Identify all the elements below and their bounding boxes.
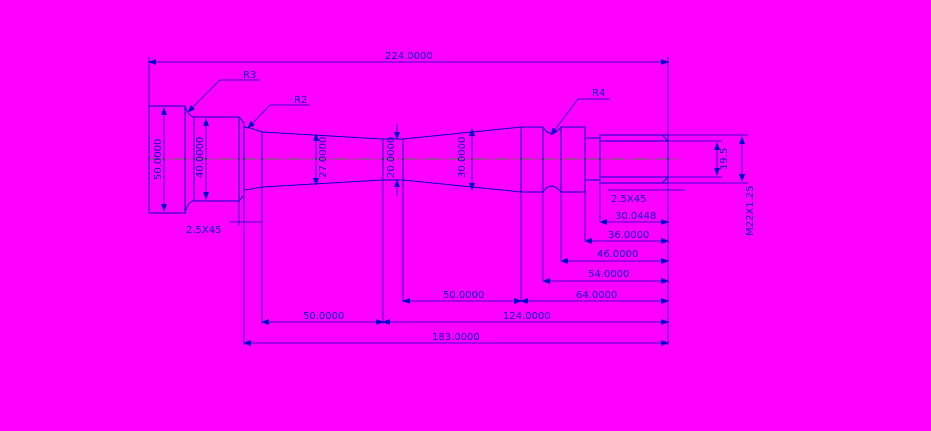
label-dia-50: 50.0000 — [153, 139, 164, 180]
label-radius-r3: R3 — [243, 70, 256, 81]
leaders — [187, 79, 610, 136]
label-radius-r2: R2 — [294, 95, 307, 106]
collar-50 — [148, 105, 186, 214]
label-len-30-0448: 30.0448 — [615, 211, 656, 222]
label-len-36: 36.0000 — [608, 230, 649, 241]
label-thread-spec: M22X1.25 — [745, 186, 756, 236]
label-len-46: 46.0000 — [597, 249, 638, 260]
label-thread-dia: 19.5 — [719, 148, 730, 170]
fillet-r3 — [184, 105, 239, 214]
fillet-r2 — [243, 126, 263, 191]
diameter-lines — [161, 107, 745, 212]
label-chamfer-right: 2.5X45 — [611, 194, 646, 205]
groove-r4 — [542, 126, 562, 193]
label-len-183: 183.0000 — [432, 332, 480, 343]
label-len-124: 124.0000 — [503, 311, 551, 322]
label-overall-length: 224.0000 — [385, 51, 433, 62]
shaft-outline — [148, 105, 669, 214]
label-dia-30: 30.0000 — [457, 137, 468, 178]
label-dia-20: 20.0000 — [386, 137, 397, 178]
label-dia-40: 40.0000 — [195, 137, 206, 178]
dimension-lines — [148, 59, 685, 346]
extension-lines — [148, 57, 748, 345]
label-len-50-upper: 50.0000 — [443, 290, 484, 301]
label-len-50-lower: 50.0000 — [303, 311, 344, 322]
label-len-54: 54.0000 — [588, 269, 629, 280]
label-dia-27: 27.0000 — [318, 137, 329, 178]
label-radius-r4: R4 — [592, 88, 605, 99]
collar-right — [560, 126, 586, 193]
label-len-64: 64.0000 — [576, 290, 617, 301]
label-chamfer-left: 2.5X45 — [186, 225, 221, 236]
